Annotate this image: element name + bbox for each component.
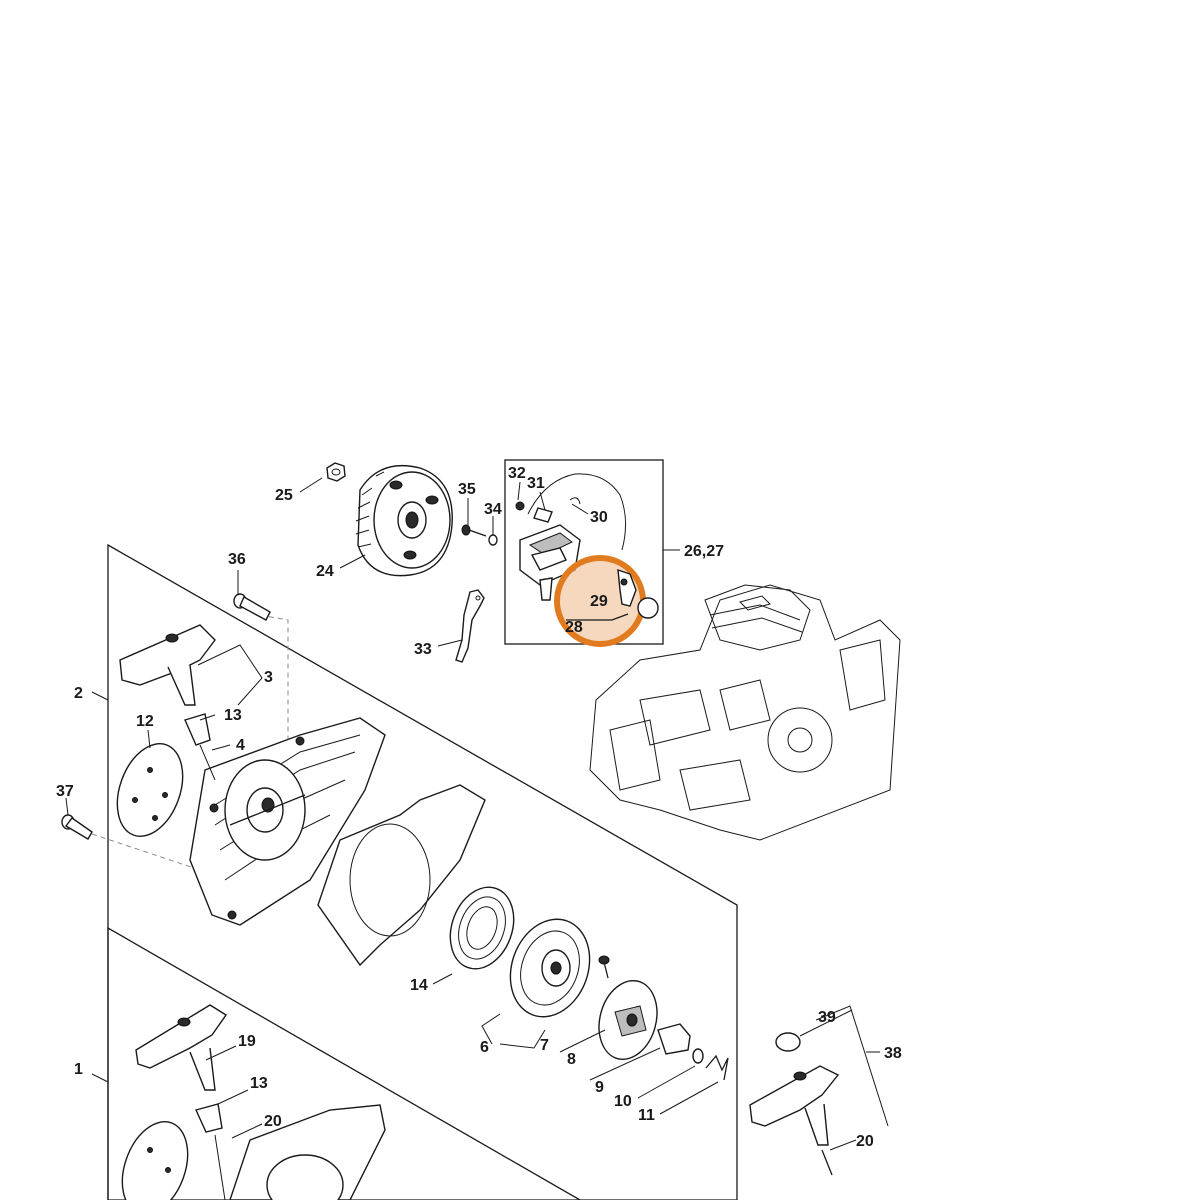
washer-34 xyxy=(488,534,498,546)
callout-33[interactable]: 33 xyxy=(414,641,432,658)
callout-31[interactable]: 31 xyxy=(527,475,545,492)
callout-7[interactable]: 7 xyxy=(540,1037,549,1054)
washer-plate-12 xyxy=(116,743,184,837)
callout-32[interactable]: 32 xyxy=(508,465,526,482)
callout-35[interactable]: 35 xyxy=(458,481,476,498)
callout-28[interactable]: 28 xyxy=(565,619,583,636)
callout-30[interactable]: 30 xyxy=(590,509,608,526)
dash-line xyxy=(259,614,289,760)
callout-29[interactable]: 29 xyxy=(590,593,608,610)
rope-rotor xyxy=(509,918,591,1018)
assembly-box-1 xyxy=(107,926,581,1200)
rewind-spring-14 xyxy=(449,886,515,970)
callout-1[interactable]: 1 xyxy=(74,1061,83,1078)
callout-14[interactable]: 14 xyxy=(410,977,428,994)
callout-12[interactable]: 12 xyxy=(136,713,154,730)
callout-13[interactable]: 13 xyxy=(224,707,242,724)
pawl-carrier-8 xyxy=(598,979,658,1061)
callout-24[interactable]: 24 xyxy=(316,563,334,580)
callout-3[interactable]: 3 xyxy=(264,669,273,686)
starter-cover xyxy=(189,717,386,926)
callout-19[interactable]: 19 xyxy=(238,1033,256,1050)
callout-25[interactable]: 25 xyxy=(275,487,293,504)
contact-spring-33 xyxy=(455,589,485,663)
callout-37[interactable]: 37 xyxy=(56,783,74,800)
callout-10[interactable]: 10 xyxy=(614,1093,632,1110)
screw-37 xyxy=(61,814,93,840)
callout-11[interactable]: 11 xyxy=(638,1107,655,1124)
screw-36 xyxy=(233,593,271,621)
ignition-module-icon xyxy=(515,473,626,601)
starter-grip-38 xyxy=(749,1065,840,1176)
callout-39[interactable]: 39 xyxy=(818,1009,836,1026)
leader-lines xyxy=(65,477,889,1151)
engine-block-icon xyxy=(589,584,901,841)
callout-9[interactable]: 9 xyxy=(595,1079,604,1096)
screw-rotor xyxy=(598,955,610,979)
starter-grip-icon xyxy=(119,624,216,781)
spring-clip-11 xyxy=(705,1054,729,1081)
nut-25 xyxy=(326,462,346,482)
callout-8[interactable]: 8 xyxy=(567,1051,576,1068)
callout-26-27[interactable]: 26,27 xyxy=(684,543,724,560)
callout-36[interactable]: 36 xyxy=(228,551,246,568)
pawl-9 xyxy=(657,1023,691,1055)
callout-6[interactable]: 6 xyxy=(480,1039,489,1056)
dash-line xyxy=(91,833,201,871)
washer-10 xyxy=(692,1048,704,1064)
callout-34[interactable]: 34 xyxy=(484,501,502,518)
callout-4[interactable]: 4 xyxy=(236,737,245,754)
guide-plate xyxy=(317,784,486,967)
flywheel-icon xyxy=(355,464,453,577)
callout-13[interactable]: 13 xyxy=(250,1075,268,1092)
spark-plug-boot-28-29 xyxy=(566,568,659,621)
cap-39 xyxy=(775,1032,801,1052)
callout-20[interactable]: 20 xyxy=(856,1133,874,1150)
callout-38[interactable]: 38 xyxy=(884,1045,902,1062)
callout-2[interactable]: 2 xyxy=(74,685,83,702)
screw-35 xyxy=(461,524,487,537)
starter-grip-assembly-1 xyxy=(121,1004,386,1200)
callout-20[interactable]: 20 xyxy=(264,1113,282,1130)
